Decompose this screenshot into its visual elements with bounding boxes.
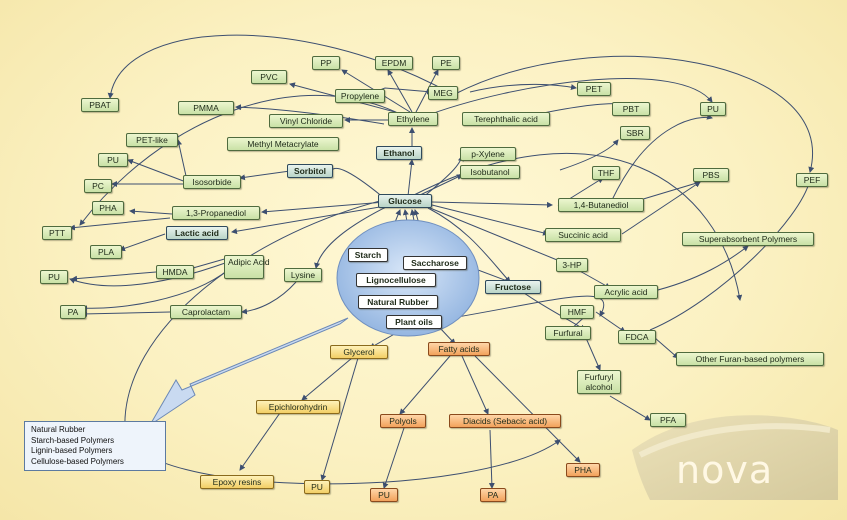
node-pu-bottom: PU: [304, 480, 330, 494]
node-furfuryl-alcohol: Furfuryl alcohol: [577, 370, 621, 394]
legend-item: Natural Rubber: [31, 425, 86, 434]
node-3-hp: 3-HP: [556, 258, 588, 272]
node-caprolactam: Caprolactam: [170, 305, 242, 319]
node-propanediol: 1,3-Propanediol: [172, 206, 260, 220]
legend-item: Starch-based Polymers: [31, 435, 115, 445]
node-isosorbide: Isosorbide: [183, 175, 241, 189]
node-epdm: EPDM: [375, 56, 413, 70]
node-pu-left: PU: [98, 153, 128, 167]
node-glycerol: Glycerol: [330, 345, 388, 359]
node-hmf: HMF: [560, 305, 594, 319]
node-pef: PEF: [796, 173, 828, 187]
node-pu-bottom-2: PU: [370, 488, 398, 502]
node-meg: MEG: [428, 86, 458, 100]
node-diacids: Diacids (Sebacic acid): [449, 414, 561, 428]
feedstock-natural-rubber: Natural Rubber: [358, 295, 438, 309]
node-pbs: PBS: [693, 168, 729, 182]
node-pa-left: PA: [60, 305, 86, 319]
legend-item: Lignin-based Polymers: [31, 446, 113, 455]
node-pc: PC: [84, 179, 112, 193]
nova-logo-text: nova: [676, 448, 774, 492]
polymer-legend: Natural Rubber Starch-based Polymers Lig…: [24, 421, 166, 471]
node-pe: PE: [432, 56, 460, 70]
node-pla: PLA: [90, 245, 122, 259]
feedstock-arrow: [149, 317, 349, 426]
node-sorbitol: Sorbitol: [287, 164, 333, 178]
node-pp: PP: [312, 56, 340, 70]
node-ptt: PTT: [42, 226, 72, 240]
node-terephthalic-acid: Terephthalic acid: [462, 112, 550, 126]
node-pbt: PBT: [612, 102, 650, 116]
node-methyl-metacrylate: Methyl Metacrylate: [227, 137, 339, 151]
feedstock-lignocellulose: Lignocellulose: [356, 273, 436, 287]
furfuryl-line-1: Furfuryl: [584, 372, 614, 382]
node-propylene: Propylene: [335, 89, 385, 103]
node-epichlorohydrin: Epichlorohydrin: [256, 400, 340, 414]
node-fructose: Fructose: [485, 280, 541, 294]
node-sbr: SBR: [620, 126, 650, 140]
node-isobutanol: Isobutanol: [460, 165, 520, 179]
feedstock-starch: Starch: [348, 248, 388, 262]
node-succinic-acid: Succinic acid: [545, 228, 621, 242]
node-thf: THF: [592, 166, 620, 180]
node-fdca: FDCA: [618, 330, 656, 344]
legend-item: Cellulose-based Polymers: [31, 456, 124, 466]
node-fatty-acids: Fatty acids: [428, 342, 490, 356]
node-polyols: Polyols: [380, 414, 426, 428]
node-butanediol: 1,4-Butanediol: [558, 198, 644, 212]
node-pvc: PVC: [251, 70, 287, 84]
node-pha-bottom: PHA: [566, 463, 600, 477]
node-pet: PET: [577, 82, 611, 96]
node-ethylene: Ethylene: [388, 112, 438, 126]
node-p-xylene: p-Xylene: [460, 147, 516, 161]
node-superabsorbent: Superabsorbent Polymers: [682, 232, 814, 246]
node-pmma: PMMA: [178, 101, 234, 115]
node-hmda: HMDA: [156, 265, 194, 279]
node-ethanol: Ethanol: [376, 146, 422, 160]
node-glucose: Glucose: [378, 194, 432, 208]
node-epoxy-resins: Epoxy resins: [200, 475, 274, 489]
node-pha-left: PHA: [92, 201, 124, 215]
node-pfa: PFA: [650, 413, 686, 427]
node-acrylic-acid: Acrylic acid: [594, 285, 658, 299]
feedstock-plant-oils: Plant oils: [386, 315, 442, 329]
node-pet-like: PET-like: [126, 133, 178, 147]
node-other-furan: Other Furan-based polymers: [676, 352, 824, 366]
node-lactic-acid: Lactic acid: [166, 226, 228, 240]
node-lysine: Lysine: [284, 268, 322, 282]
node-vinyl-chloride: Vinyl Chloride: [269, 114, 343, 128]
node-pbat: PBAT: [81, 98, 119, 112]
node-pu-top: PU: [700, 102, 726, 116]
node-furfural: Furfural: [545, 326, 591, 340]
feedstock-saccharose: Saccharose: [403, 256, 467, 270]
node-pu-mid: PU: [40, 270, 68, 284]
node-adipic-acid: Adipic Acid: [224, 255, 270, 279]
furfuryl-line-2: alcohol: [585, 382, 613, 392]
node-pa-bottom: PA: [480, 488, 506, 502]
